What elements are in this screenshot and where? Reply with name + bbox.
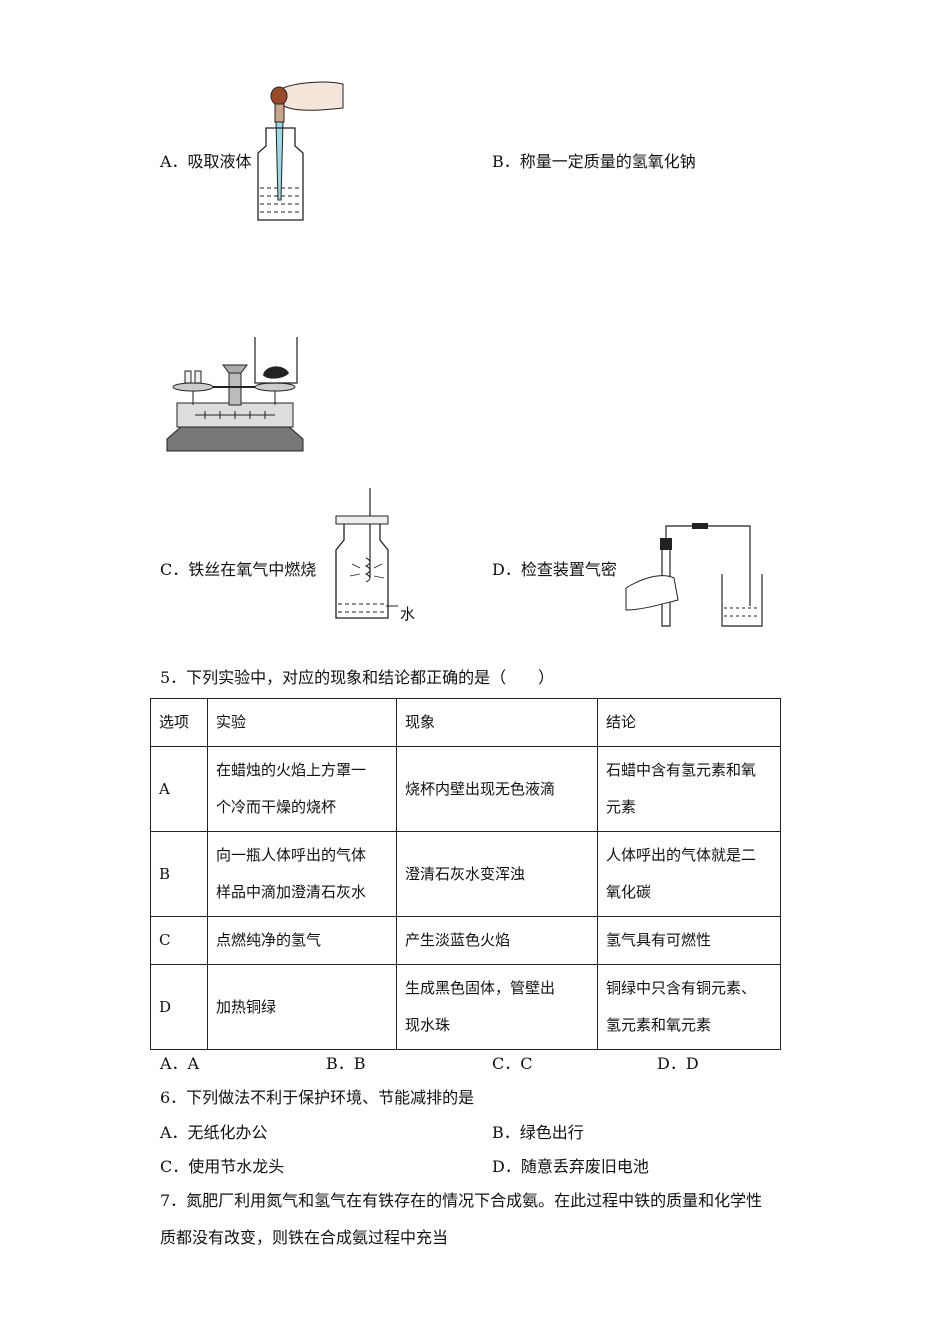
q4-option-b[interactable]: B．称量一定质量的氢氧化钠: [492, 152, 696, 171]
row-option: A: [150, 746, 208, 832]
q5-stem: 5．下列实验中，对应的现象和结论都正确的是（ ）: [160, 668, 555, 687]
row-phenomenon: 产生淡蓝色火焰: [396, 916, 598, 965]
header-experiment: 实验: [207, 698, 397, 747]
row-experiment: 在蜡烛的火焰上方罩一个冷而干燥的烧杯: [207, 746, 397, 832]
header-option: 选项: [150, 698, 208, 747]
row-option: C: [150, 916, 208, 965]
row-conclusion: 人体呼出的气体就是二氧化碳: [597, 831, 781, 917]
q4-option-d[interactable]: D．检查装置气密: [492, 560, 617, 579]
q6-option-a[interactable]: A．无纸化办公: [160, 1123, 268, 1142]
row-conclusion: 石蜡中含有氢元素和氧元素: [597, 746, 781, 832]
header-conclusion: 结论: [597, 698, 781, 747]
q5-answer-c[interactable]: C．C: [492, 1054, 533, 1073]
q6-option-c[interactable]: C．使用节水龙头: [160, 1157, 285, 1176]
q5-table: 选项 实验 现象 结论 A 在蜡烛的火焰上方罩一个冷而干燥的烧杯 烧杯内壁出现无…: [150, 698, 781, 1050]
q4-option-c[interactable]: C．铁丝在氧气中燃烧: [160, 560, 317, 579]
q4-option-a[interactable]: A．吸取液体: [160, 152, 252, 171]
dropper-bottle-figure: [257, 81, 344, 221]
iron-combustion-figure: [335, 488, 398, 619]
header-phenomenon: 现象: [396, 698, 598, 747]
q5-answer-a[interactable]: A．A: [160, 1054, 200, 1073]
q6-stem: 6．下列做法不利于保护环境、节能减排的是: [160, 1088, 475, 1107]
row-phenomenon: 澄清石灰水变浑浊: [396, 831, 598, 917]
row-experiment: 向一瓶人体呼出的气体样品中滴加澄清石灰水: [207, 831, 397, 917]
q5-answer-b[interactable]: B．B: [326, 1054, 366, 1073]
airtightness-figure: [625, 523, 763, 627]
table-row: D 加热铜绿 生成黑色固体，管壁出现水珠 铜绿中只含有铜元素、氢元素和氧元素: [150, 964, 781, 1050]
row-option: D: [150, 964, 208, 1050]
row-conclusion: 铜绿中只含有铜元素、氢元素和氧元素: [597, 964, 781, 1050]
table-header-row: 选项 实验 现象 结论: [150, 698, 781, 747]
q5-answer-d[interactable]: D．D: [657, 1054, 699, 1073]
balance-figure: [166, 337, 304, 452]
q6-option-b[interactable]: B．绿色出行: [492, 1123, 584, 1142]
table-row: C 点燃纯净的氢气 产生淡蓝色火焰 氢气具有可燃性: [150, 916, 781, 965]
water-label: 水: [400, 605, 416, 623]
q7-line-1: 7．氮肥厂利用氮气和氢气在有铁存在的情况下合成氨。在此过程中铁的质量和化学性: [160, 1191, 763, 1210]
row-phenomenon: 生成黑色固体，管壁出现水珠: [396, 964, 598, 1050]
table-row: B 向一瓶人体呼出的气体样品中滴加澄清石灰水 澄清石灰水变浑浊 人体呼出的气体就…: [150, 831, 781, 917]
row-option: B: [150, 831, 208, 917]
q6-option-d[interactable]: D．随意丢弃废旧电池: [492, 1157, 649, 1176]
row-phenomenon: 烧杯内壁出现无色液滴: [396, 746, 598, 832]
row-experiment: 点燃纯净的氢气: [207, 916, 397, 965]
q7-line-2: 质都没有改变，则铁在合成氨过程中充当: [160, 1228, 449, 1247]
row-conclusion: 氢气具有可燃性: [597, 916, 781, 965]
row-experiment: 加热铜绿: [207, 964, 397, 1050]
table-row: A 在蜡烛的火焰上方罩一个冷而干燥的烧杯 烧杯内壁出现无色液滴 石蜡中含有氢元素…: [150, 746, 781, 832]
